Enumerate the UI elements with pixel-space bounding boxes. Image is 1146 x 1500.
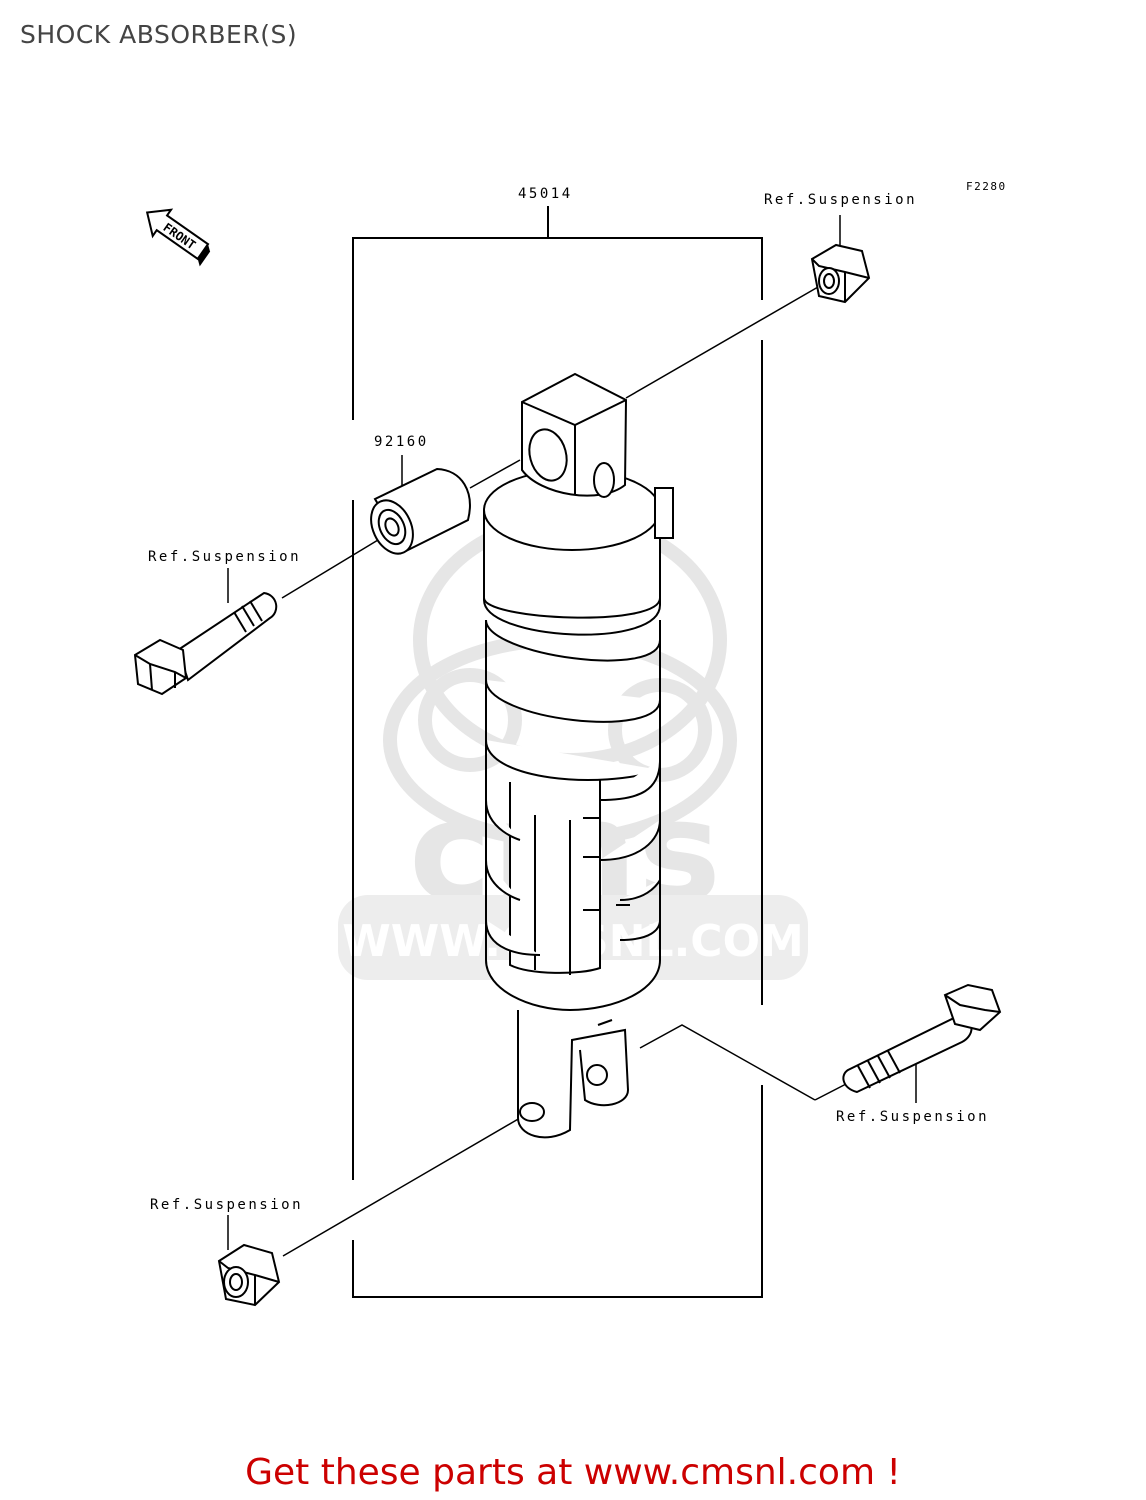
ref-suspension-top-nut: Ref.Suspension xyxy=(764,192,917,208)
lower-bolt-icon xyxy=(842,983,1002,1094)
front-arrow-icon: FRONT xyxy=(145,208,211,267)
collar-icon xyxy=(370,467,471,555)
ref-suspension-bottom-nut: Ref.Suspension xyxy=(150,1197,303,1213)
assembly-box xyxy=(352,206,763,1298)
bottom-nut-icon xyxy=(217,1243,281,1307)
part-number-45014: 45014 xyxy=(518,186,573,202)
figure-code: F2280 xyxy=(966,180,1007,193)
parts-diagram: cms WWW.CMSNL.COM F2280 FRONT 45014 xyxy=(133,180,1007,1307)
upper-bolt-icon xyxy=(133,591,278,696)
part-number-92160: 92160 xyxy=(374,434,429,450)
ref-suspension-lower-bolt: Ref.Suspension xyxy=(836,1109,989,1125)
ref-suspension-upper-bolt: Ref.Suspension xyxy=(148,549,301,565)
footer-link[interactable]: Get these parts at www.cmsnl.com ! xyxy=(245,1452,901,1493)
leader-lines xyxy=(227,215,917,1257)
shock-absorber-icon xyxy=(483,372,674,1139)
top-nut-icon xyxy=(810,243,871,304)
page-title: SHOCK ABSORBER(S) xyxy=(20,20,298,49)
